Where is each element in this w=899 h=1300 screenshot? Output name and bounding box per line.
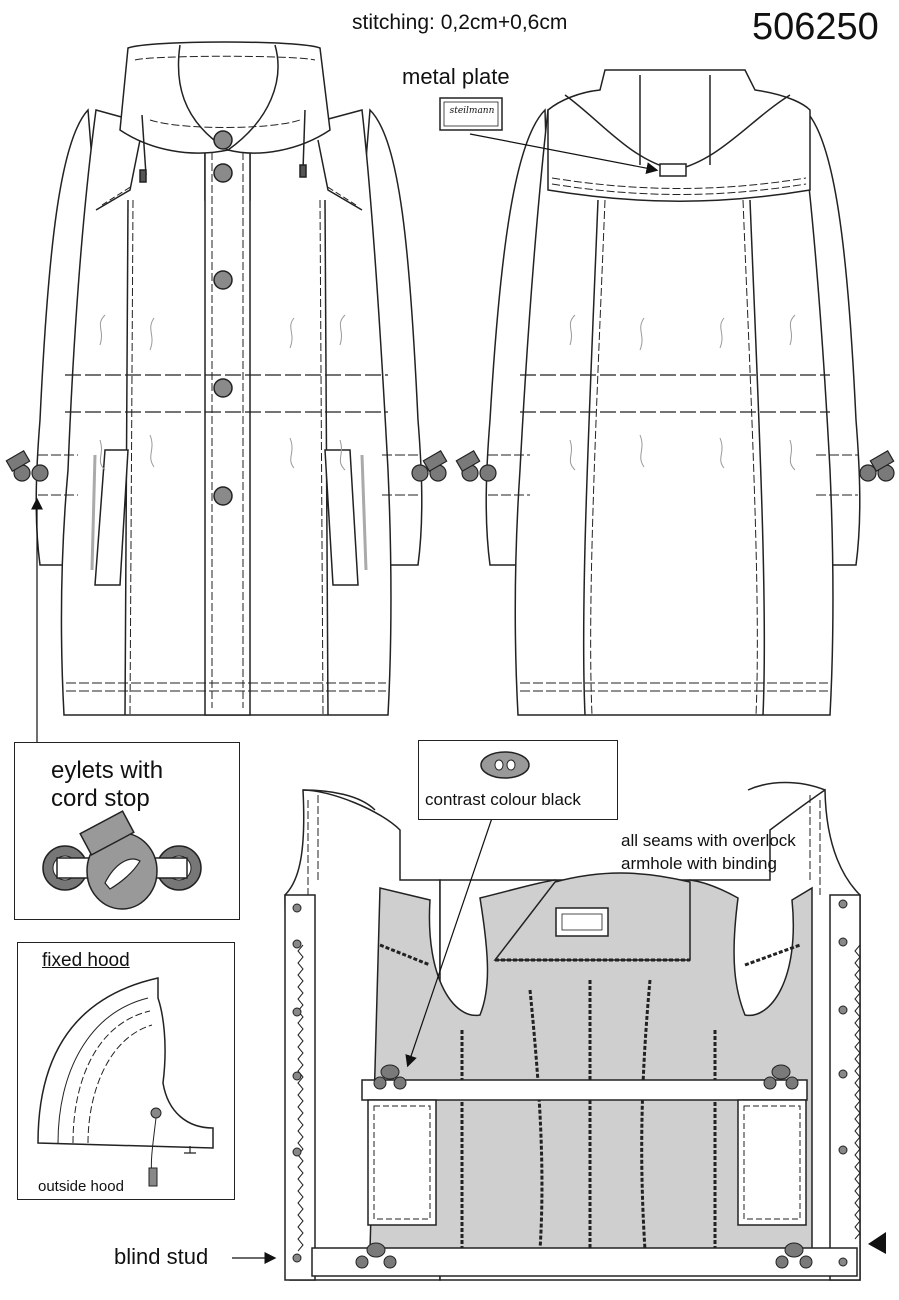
- blind-stud-label: blind stud: [114, 1244, 209, 1269]
- inside-studs: [292, 899, 848, 1267]
- eylets-title-1: eylets with: [51, 757, 164, 784]
- plate-brand: steilmann: [449, 106, 495, 116]
- front-view: [35, 41, 423, 716]
- outside-hood-label: outside hood: [38, 1178, 124, 1195]
- contrast-arrow: [405, 817, 493, 1068]
- fixed-hood-box: fixed hood outside hood: [17, 942, 235, 1200]
- back-cord-stops: [455, 449, 895, 482]
- stitching-note: stitching: 0,2cm+0,6cm: [352, 11, 568, 34]
- button-icon: [480, 751, 530, 779]
- metal-plate-icon: [439, 97, 503, 131]
- metal-plate-arrow: [469, 133, 659, 175]
- inside-view: [284, 788, 861, 1281]
- front-cord-stops: [5, 449, 448, 482]
- contrast-box: contrast colour black: [418, 740, 618, 820]
- blind-stud-arrow-right: [868, 1232, 886, 1254]
- fixed-hood-title: fixed hood: [42, 950, 130, 971]
- contrast-label: contrast colour black: [425, 790, 581, 809]
- front-buttons: [213, 130, 233, 506]
- seams-note-2: armhole with binding: [621, 854, 777, 873]
- hood-detail-icon: [37, 977, 214, 1187]
- back-view: [485, 69, 861, 716]
- inside-cord-stops: [355, 1064, 813, 1269]
- style-number: 506250: [752, 6, 879, 48]
- cord-stop-icon: [42, 810, 202, 910]
- metal-plate-label: metal plate: [402, 64, 510, 89]
- eylets-box: eylets with cord stop: [14, 742, 240, 920]
- seams-note-1: all seams with overlock: [621, 831, 796, 850]
- eylets-title-2: cord stop: [51, 785, 150, 812]
